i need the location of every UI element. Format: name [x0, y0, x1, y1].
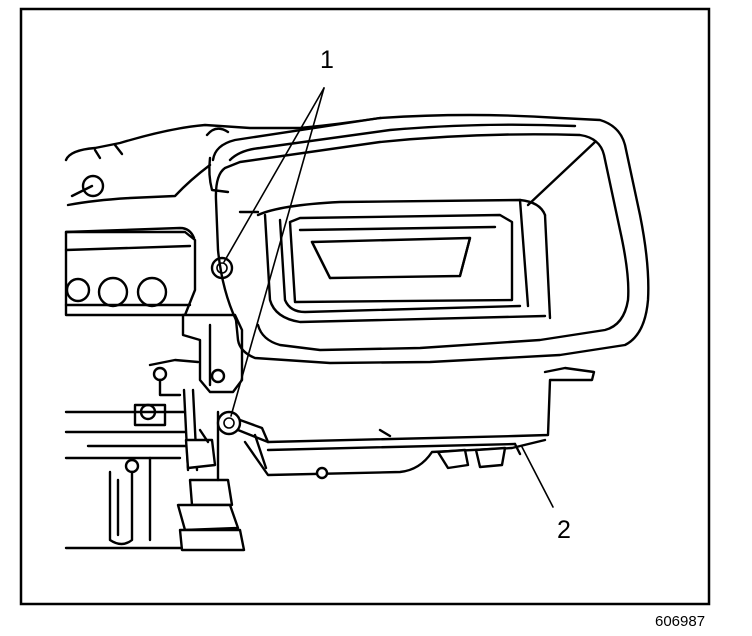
- hvac-case: [208, 113, 650, 365]
- callout-2: 2: [557, 516, 571, 544]
- diagram-frame: [19, 7, 711, 606]
- instrument-panel-structure: [64, 116, 382, 317]
- leader-line-2: [521, 446, 554, 508]
- fastener-lower: [216, 410, 242, 436]
- callout-1: 1: [320, 46, 334, 74]
- leader-line-1a: [223, 87, 325, 263]
- lower-case-rail: [236, 366, 596, 480]
- mounting-bracket: [133, 313, 244, 427]
- figure-number: 606987: [655, 613, 705, 630]
- lower-mechanism: [64, 388, 246, 552]
- leader-line-1b: [230, 87, 325, 417]
